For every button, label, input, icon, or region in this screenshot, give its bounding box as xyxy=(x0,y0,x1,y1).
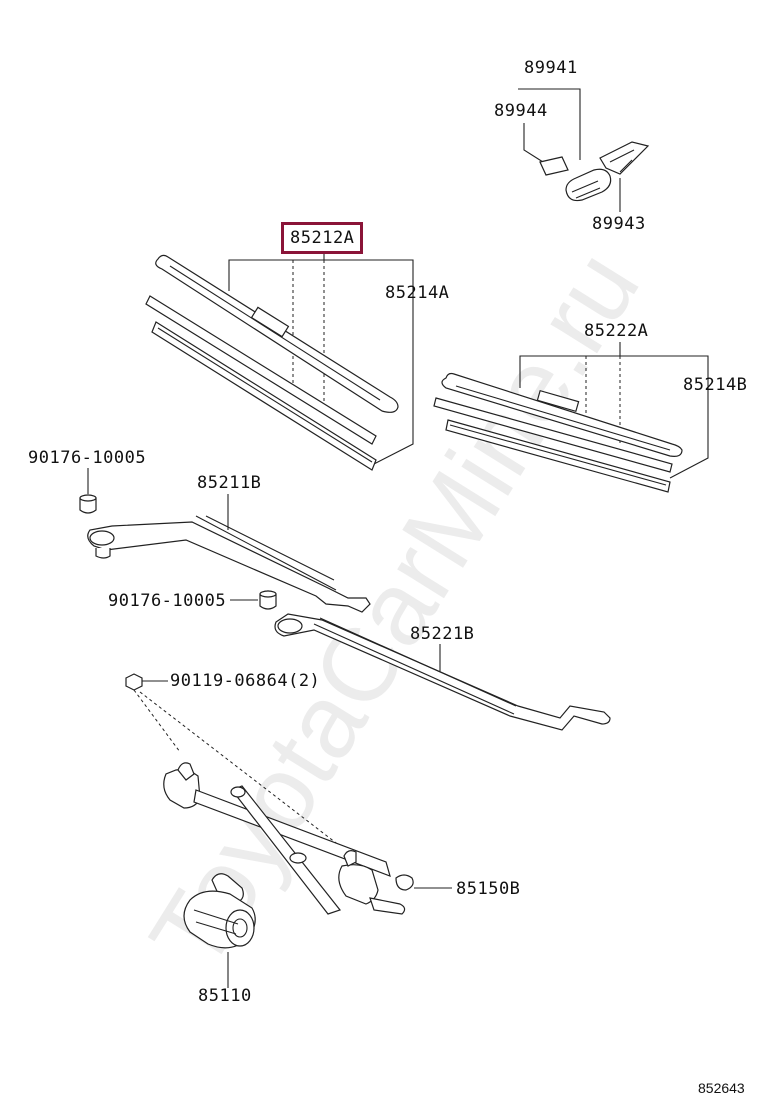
label-89941: 89941 xyxy=(524,58,578,78)
label-85150B: 85150B xyxy=(456,879,521,899)
label-85214B: 85214B xyxy=(683,375,748,395)
cap-nut-a xyxy=(79,468,97,514)
bolt-90119 xyxy=(125,673,341,847)
pad-89944-shape xyxy=(539,156,569,176)
label-90176-b: 90176-10005 xyxy=(108,591,227,611)
label-85212A[interactable]: 85212A xyxy=(281,222,364,254)
blade-assembly-a xyxy=(145,254,399,471)
adapter-89943-shape xyxy=(599,141,650,175)
label-90119: 90119-06864(2) xyxy=(170,671,321,691)
wiper-arm-b xyxy=(274,613,611,731)
blade-assembly-b xyxy=(433,372,683,493)
label-85222A: 85222A xyxy=(584,321,649,341)
label-85221B: 85221B xyxy=(410,624,475,644)
wiper-motor xyxy=(183,873,256,988)
link-assembly xyxy=(163,762,452,915)
clip-89941-shape xyxy=(565,168,612,202)
wiper-arm-a xyxy=(87,494,371,613)
label-89944: 89944 xyxy=(494,101,548,121)
label-85214A: 85214A xyxy=(385,283,450,303)
label-89943: 89943 xyxy=(592,214,646,234)
label-85110: 85110 xyxy=(198,986,252,1006)
label-85211B: 85211B xyxy=(197,473,262,493)
diagram-number: 852643 xyxy=(698,1080,745,1096)
cap-nut-b xyxy=(230,590,277,610)
label-90176-a: 90176-10005 xyxy=(28,448,147,468)
leaders-89941 xyxy=(518,88,621,212)
